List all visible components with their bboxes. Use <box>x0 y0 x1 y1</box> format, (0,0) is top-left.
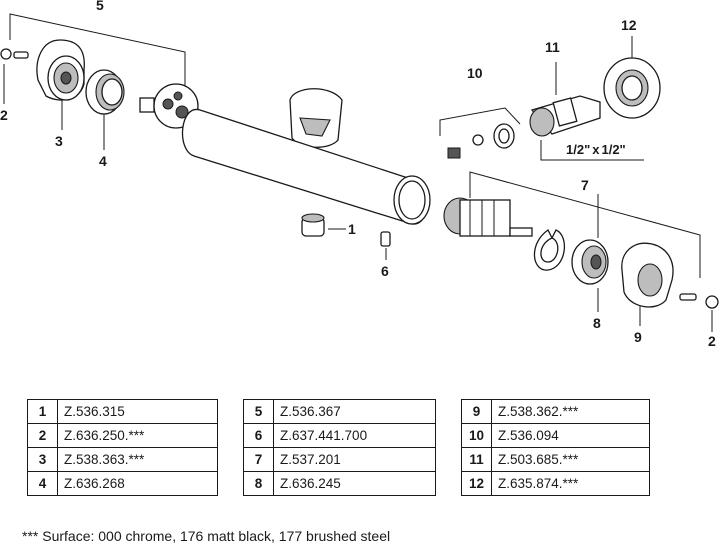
callout-10: 10 <box>467 65 483 81</box>
callout-9: 9 <box>634 329 642 345</box>
part-number: 1 <box>27 399 58 424</box>
callout-labels: 1 2 2 3 4 5 6 7 8 9 10 11 12 <box>0 0 716 349</box>
part-number: 7 <box>243 447 274 472</box>
thread-size-a: 1 <box>566 142 573 157</box>
thread-size-b-unit: /2" <box>609 142 626 157</box>
part-10-small-parts <box>447 123 515 159</box>
part-11-fitting <box>529 95 601 137</box>
article-code: Z.536.094 <box>491 423 650 448</box>
part-6-pin <box>380 231 391 247</box>
callout-2-left: 2 <box>0 107 8 123</box>
part-2-right-screw <box>679 293 719 309</box>
part-4-ring <box>85 69 125 115</box>
article-code: Z.637.441.700 <box>273 423 436 448</box>
part-number: 12 <box>461 471 492 496</box>
part-number: 3 <box>27 447 58 472</box>
callout-6: 6 <box>381 263 389 279</box>
callout-7: 7 <box>581 177 589 193</box>
article-code: Z.537.201 <box>273 447 436 472</box>
article-code: Z.636.250.*** <box>57 423 218 448</box>
part-number: 4 <box>27 471 58 496</box>
callout-12: 12 <box>621 17 637 33</box>
callout-4: 4 <box>99 153 107 169</box>
article-code: Z.636.245 <box>273 471 436 496</box>
part-1-sleeve <box>301 213 325 237</box>
part-number: 2 <box>27 423 58 448</box>
thread-size-b: 1 <box>601 142 608 157</box>
part-number: 6 <box>243 423 274 448</box>
callout-2-right: 2 <box>708 333 716 349</box>
part-12-rosette <box>603 57 661 119</box>
article-code: Z.536.315 <box>57 399 218 424</box>
mixer-body <box>181 88 431 225</box>
part-number: 9 <box>461 399 492 424</box>
part-number: 11 <box>461 447 492 472</box>
surface-footnote: *** Surface: 000 chrome, 176 matt black,… <box>22 528 391 544</box>
article-code: Z.636.268 <box>57 471 218 496</box>
article-code: Z.635.874.*** <box>491 471 650 496</box>
article-code: Z.538.362.*** <box>491 399 650 424</box>
part-9-handle <box>621 242 674 308</box>
part-2-left-screw <box>0 48 29 60</box>
exploded-parts-diagram: 1 2 2 3 4 5 6 7 8 9 10 11 12 1/2"x1/2" <box>0 0 719 349</box>
thread-size-a-unit: /2" <box>573 142 590 157</box>
callout-1: 1 <box>348 221 356 237</box>
callout-11: 11 <box>545 39 560 55</box>
part-8-nut <box>571 239 609 285</box>
leader-lines <box>3 13 713 332</box>
article-code: Z.538.363.*** <box>57 447 218 472</box>
part-number: 5 <box>243 399 274 424</box>
callout-8: 8 <box>593 315 601 331</box>
article-code: Z.536.367 <box>273 399 436 424</box>
part-7-thermo-cartridge <box>443 197 566 271</box>
article-code: Z.503.685.*** <box>491 447 650 472</box>
part-3-handle <box>36 39 85 101</box>
callout-5: 5 <box>96 0 104 13</box>
callout-3: 3 <box>55 133 63 149</box>
part-number: 10 <box>461 423 492 448</box>
part-number: 8 <box>243 471 274 496</box>
thread-size-x: x <box>592 142 600 157</box>
